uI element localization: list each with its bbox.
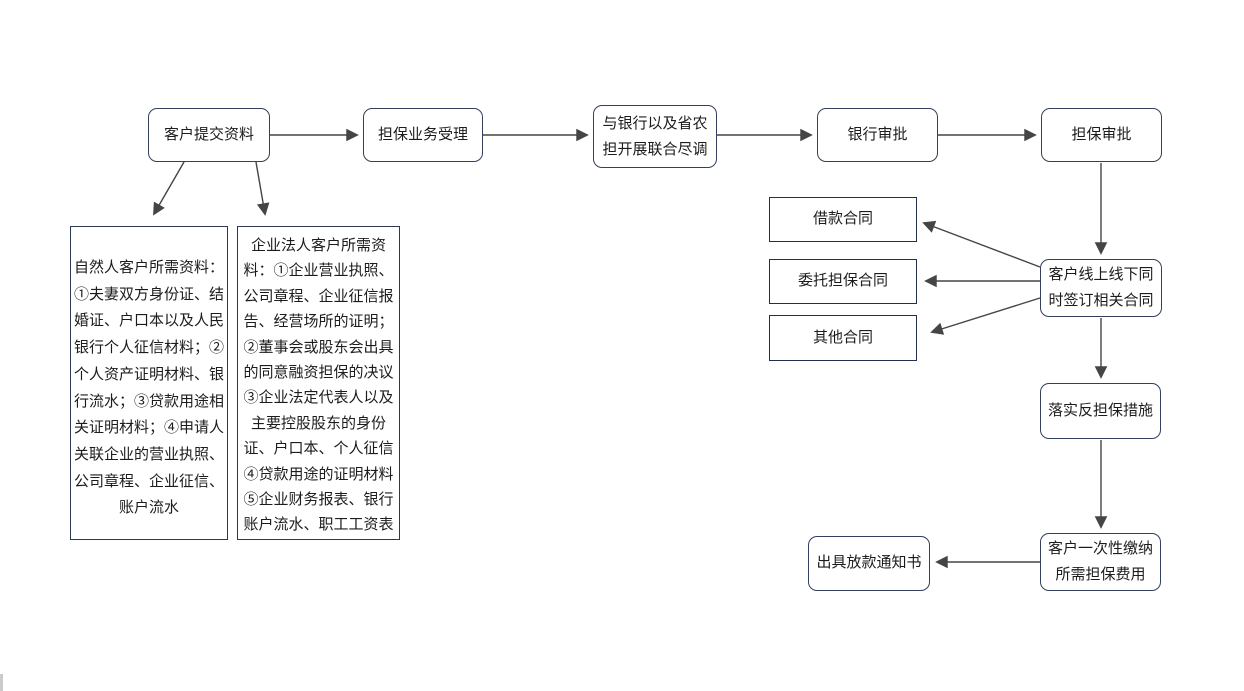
node-guarantee-approval: 担保审批 <box>1041 108 1162 162</box>
node-sign-contracts-online-offline: 客户线上线下同时签订相关合同 <box>1040 259 1162 317</box>
node-bank-approval: 银行审批 <box>817 108 938 162</box>
node-pay-guarantee-fee: 客户一次性缴纳所需担保费用 <box>1040 533 1161 591</box>
node-entrusted-guarantee-contract: 委托担保合同 <box>769 259 917 304</box>
node-customer-submit-materials: 客户提交资料 <box>148 108 270 162</box>
arrow-submit-to-natural <box>153 161 185 216</box>
node-other-contract: 其他合同 <box>769 315 917 361</box>
arrow-sign-to-loan-contract <box>922 220 1041 268</box>
node-implement-counter-guarantee: 落实反担保措施 <box>1040 383 1161 439</box>
node-loan-contract: 借款合同 <box>769 197 917 242</box>
node-corporate-required-docs: 企业法人客户所需资 料：①企业营业执照、 公司章程、企业征信报 告、经营场所的证… <box>237 226 400 540</box>
node-issue-loan-notice: 出具放款通知书 <box>808 536 930 591</box>
node-natural-person-required-docs: 自然人客户所需资料： ①夫妻双方身份证、结 婚证、户口本以及人民 银行个人征信材… <box>70 226 228 540</box>
node-joint-due-diligence: 与银行以及省农担开展联合尽调 <box>593 105 717 168</box>
arrow-submit-to-corporate <box>255 161 270 216</box>
arrow-sign-to-other-contract <box>930 297 1041 335</box>
node-guarantee-business-acceptance: 担保业务受理 <box>363 108 483 162</box>
scrollbar-artifact <box>0 674 3 691</box>
